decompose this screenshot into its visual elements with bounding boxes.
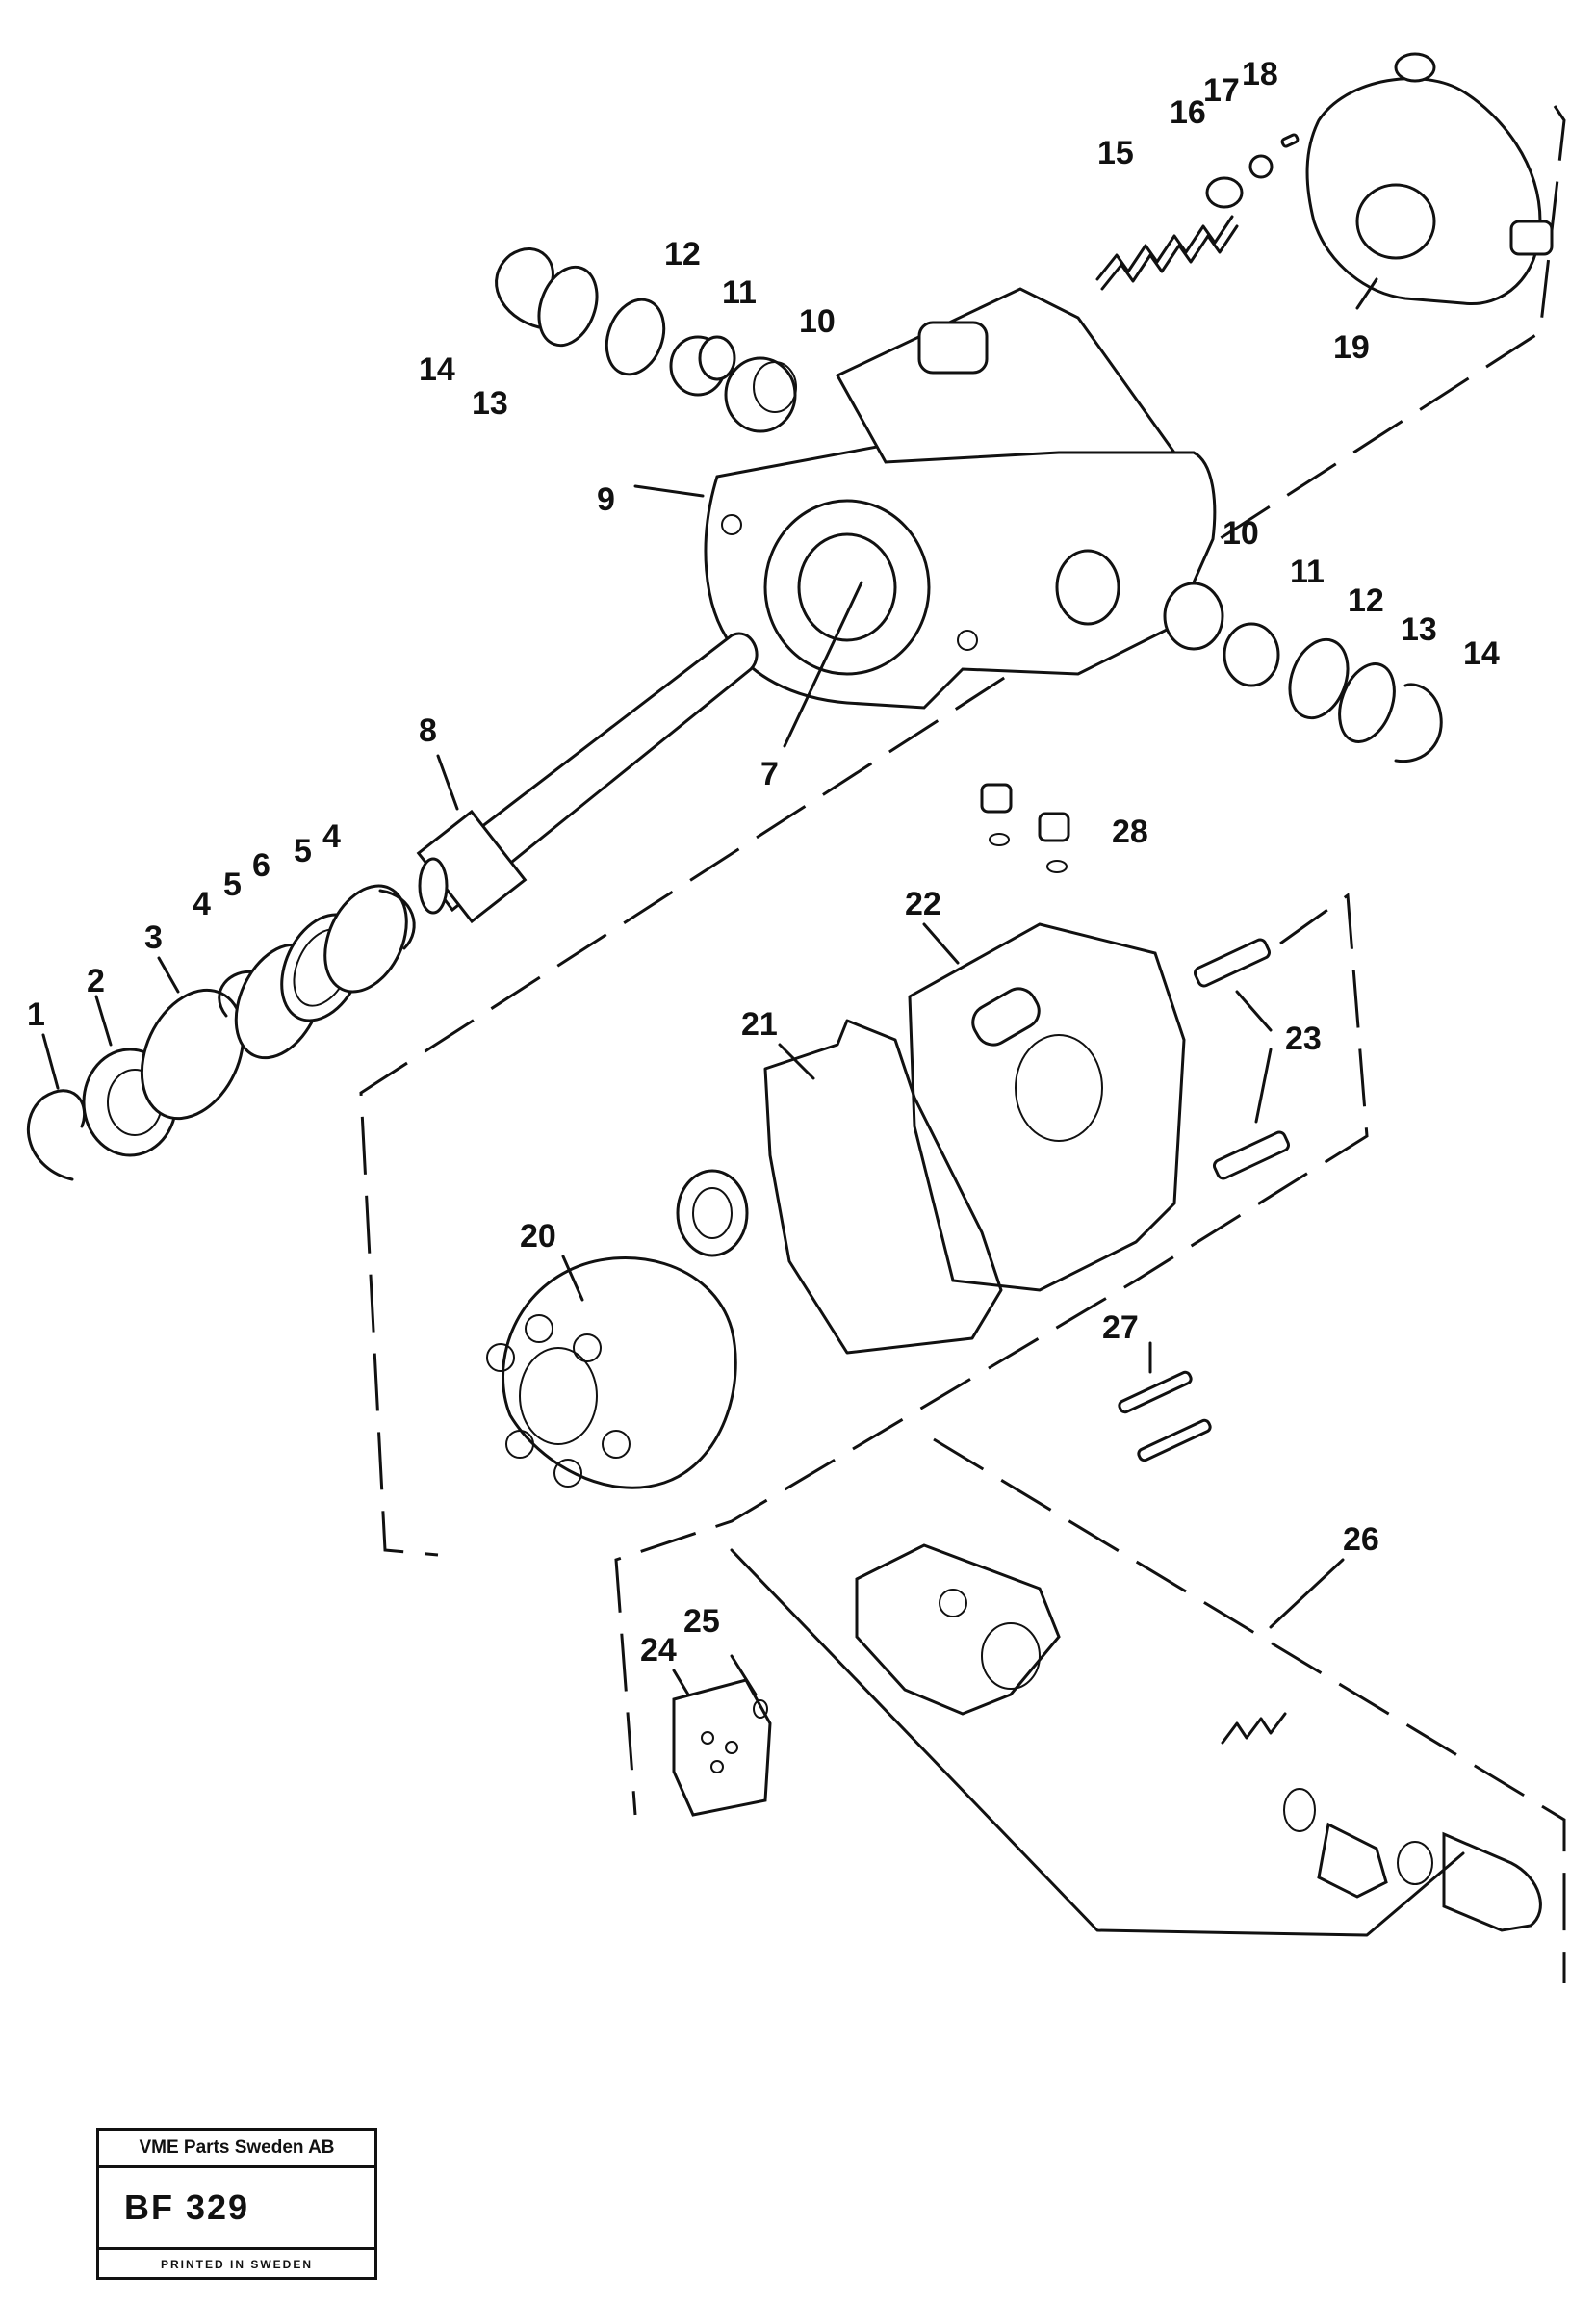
part-14-circlip-right (1394, 683, 1443, 763)
part-4-circlip-b (378, 889, 416, 950)
callout-4b: 4 (322, 818, 341, 855)
part-20-cylinder-block (486, 1256, 737, 1489)
callout-11a: 11 (722, 274, 757, 311)
callout-23: 23 (1285, 1021, 1322, 1057)
part-19-housing (1305, 52, 1554, 306)
callout-3: 3 (144, 919, 163, 956)
callout-28: 28 (1112, 814, 1148, 850)
part-10-bearing-right (1163, 582, 1224, 651)
callout-7: 7 (760, 756, 779, 792)
part-7-seal-leader (783, 581, 863, 748)
part-11-sleeve-right (1223, 622, 1280, 687)
drawing-code: BF 329 (99, 2168, 374, 2250)
callout-12a: 12 (664, 236, 701, 272)
callout-4a: 4 (193, 886, 211, 922)
callout-12b: 12 (1348, 582, 1384, 619)
part-14-circlip-top (495, 247, 554, 329)
callout-10a: 10 (799, 303, 836, 340)
callout-17: 17 (1203, 72, 1240, 109)
part-24-plate (672, 1678, 772, 1817)
callouts: 1 2 3 4 5 6 5 4 7 8 9 10 11 12 13 14 10 … (27, 56, 1500, 1669)
part-26-spring (1221, 1712, 1287, 1745)
callout-5b: 5 (294, 833, 312, 869)
callout-9: 9 (597, 481, 615, 518)
callout-21: 21 (741, 1006, 778, 1043)
part-12-oring-top (605, 298, 666, 376)
callout-8: 8 (419, 712, 437, 749)
part-15-spring (1095, 215, 1239, 291)
callout-14a: 14 (419, 351, 455, 388)
callout-24: 24 (640, 1632, 677, 1669)
callout-15: 15 (1097, 135, 1134, 171)
callout-18: 18 (1242, 56, 1278, 92)
part-18-pin (1280, 133, 1300, 148)
callout-26: 26 (1343, 1521, 1379, 1558)
callout-13b: 13 (1401, 611, 1437, 648)
printed-note: PRINTED IN SWEDEN (160, 2258, 313, 2271)
part-16-plug (1205, 176, 1244, 209)
part-4-circlip-a (218, 970, 257, 1018)
part-11-sleeve-top (669, 335, 736, 397)
part-10-bearing-top (724, 356, 797, 433)
part-9-pump-body (704, 287, 1217, 710)
callout-27: 27 (1102, 1309, 1139, 1346)
part-27-pins (1118, 1341, 1212, 1462)
part-17-ball (1248, 154, 1274, 179)
callout-13a: 13 (472, 385, 508, 422)
callout-10b: 10 (1223, 515, 1259, 552)
leader-lines (41, 277, 1378, 1696)
part-12-oring-right (1288, 637, 1350, 720)
callout-16: 16 (1170, 94, 1206, 131)
part-13-washer-top (537, 265, 599, 348)
callout-19: 19 (1333, 329, 1370, 366)
callout-11b: 11 (1290, 554, 1325, 590)
cover-group-boundary (614, 893, 1369, 1816)
callout-25: 25 (683, 1603, 720, 1640)
callout-2: 2 (87, 963, 105, 999)
callout-22: 22 (905, 886, 941, 922)
part-8-shaft (416, 632, 759, 924)
part-26-relief-valve (1283, 1788, 1542, 1932)
part-28-plugs (980, 783, 1070, 873)
valve-group-boundary (933, 1437, 1566, 1983)
callout-6: 6 (252, 847, 270, 884)
part-5-washer-b (323, 884, 408, 994)
callout-5a: 5 (223, 867, 242, 903)
part-1-circlip-front (26, 1089, 87, 1181)
part-13-washer-right (1338, 662, 1396, 743)
part-23-bolts (1193, 938, 1291, 1180)
sleeve (676, 1169, 749, 1257)
callout-20: 20 (520, 1218, 556, 1255)
callout-14b: 14 (1463, 635, 1500, 672)
company-name: VME Parts Sweden AB (99, 2131, 374, 2168)
part-25-oring (753, 1699, 768, 1719)
part-22-cover (908, 922, 1186, 1292)
title-block: VME Parts Sweden AB BF 329 PRINTED IN SW… (96, 2128, 377, 2280)
part-26-leader (730, 1548, 1465, 1937)
part-26-valve-block (855, 1543, 1061, 1716)
callout-1: 1 (27, 996, 45, 1033)
part-21-gasket (763, 1019, 1003, 1355)
